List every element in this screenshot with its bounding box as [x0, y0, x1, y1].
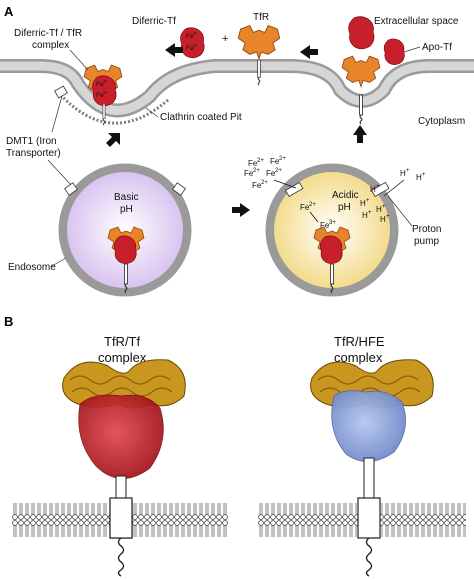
svg-text:H: H [400, 169, 406, 178]
svg-text:Fe: Fe [300, 203, 310, 212]
tfr-tf-structure [62, 359, 186, 577]
svg-text:Fe: Fe [244, 169, 254, 178]
arrow-left-2 [300, 45, 318, 59]
label-complex-line2: complex [32, 40, 69, 51]
svg-text:H: H [362, 211, 368, 220]
svg-text:Acidic: Acidic [332, 190, 359, 201]
arrow-down-left [106, 133, 120, 147]
svg-text:Fe: Fe [186, 33, 194, 40]
svg-text:2+: 2+ [261, 180, 268, 186]
plus-sign: + [222, 33, 228, 45]
svg-text:2+: 2+ [253, 168, 260, 174]
svg-text:H: H [360, 199, 366, 208]
plasma-membrane [0, 59, 474, 118]
svg-text:H: H [376, 205, 382, 214]
svg-text:Fe: Fe [270, 157, 280, 166]
tfr-free [237, 25, 281, 86]
label-proton-line1: Proton [412, 224, 441, 235]
svg-text:Fe: Fe [96, 81, 104, 88]
diferric-tf-tfr-complex: Fe 2+ Fe 2+ [83, 64, 123, 126]
label-diferric-tf-top: Diferric-Tf [132, 16, 176, 27]
label-tfr-hfe-line2: complex [334, 350, 383, 365]
tfr-hfe-structure [310, 359, 434, 577]
svg-text:Fe: Fe [252, 181, 262, 190]
svg-text:Fe: Fe [320, 221, 330, 230]
label-extracellular: Extracellular space [374, 16, 459, 27]
label-tfr-hfe-line1: TfR/HFE [334, 334, 385, 349]
svg-text:H: H [380, 215, 386, 224]
svg-text:+: + [382, 204, 386, 210]
label-dmt1-line1: DMT1 (Iron [6, 136, 57, 147]
svg-text:H: H [370, 185, 376, 194]
svg-text:Fe: Fe [248, 159, 258, 168]
svg-text:Basic: Basic [114, 192, 138, 203]
proton-ions-outside: H + H + [383, 168, 426, 197]
svg-text:2+: 2+ [309, 202, 316, 208]
arrow-right [232, 203, 250, 217]
svg-text:+: + [376, 184, 380, 190]
label-tfr-tf-line2: complex [98, 350, 147, 365]
label-dmt1-line2: Transporter) [6, 148, 61, 159]
clathrin-coat [56, 90, 169, 125]
svg-text:+: + [422, 172, 426, 178]
released-fe-ions: Fe 2+ Fe 2+ Fe 2+ Fe 2+ Fe 2+ [244, 156, 297, 190]
svg-text:pH: pH [338, 202, 351, 213]
svg-text:H: H [416, 173, 422, 182]
diferric-tf-free: Fe 2+ Fe 2+ [180, 27, 205, 59]
svg-text:pH: pH [120, 204, 133, 215]
label-clathrin: Clathrin coated Pit [160, 112, 242, 123]
label-apo-tf: Apo-Tf [422, 42, 452, 53]
label-complex-line1: Diferric-Tf / TfR [14, 28, 82, 39]
arrow-left-1 [165, 43, 183, 57]
svg-text:2+: 2+ [257, 158, 264, 164]
endosome-basic: Basic pH [58, 163, 192, 297]
panel-a-letter: A [4, 4, 14, 19]
svg-text:Fe: Fe [186, 45, 194, 52]
svg-text:2+: 2+ [193, 43, 199, 48]
label-tfr-top: TfR [253, 12, 269, 23]
svg-text:+: + [386, 214, 390, 220]
svg-text:Fe: Fe [266, 169, 276, 178]
svg-text:3+: 3+ [329, 220, 336, 226]
arrow-up [353, 125, 367, 143]
svg-text:+: + [368, 210, 372, 216]
svg-text:2+: 2+ [193, 31, 199, 36]
svg-text:2+: 2+ [275, 168, 282, 174]
svg-text:2+: 2+ [103, 79, 109, 84]
endosome-acidic: Acidic pH Fe 2+ Fe 3+ H + H + H + H + H … [265, 163, 399, 297]
label-proton-line2: pump [414, 236, 439, 247]
svg-text:2+: 2+ [279, 156, 286, 162]
svg-text:+: + [366, 198, 370, 204]
label-cytoplasm: Cytoplasm [418, 116, 465, 127]
label-endosome: Endosome [8, 262, 56, 273]
svg-text:2+: 2+ [103, 90, 109, 95]
svg-text:Fe: Fe [96, 92, 104, 99]
label-tfr-tf-line1: TfR/Tf [104, 334, 140, 349]
panel-b-letter: B [4, 314, 13, 329]
dmt1-transporter-pit [54, 85, 68, 99]
svg-text:+: + [406, 168, 410, 174]
